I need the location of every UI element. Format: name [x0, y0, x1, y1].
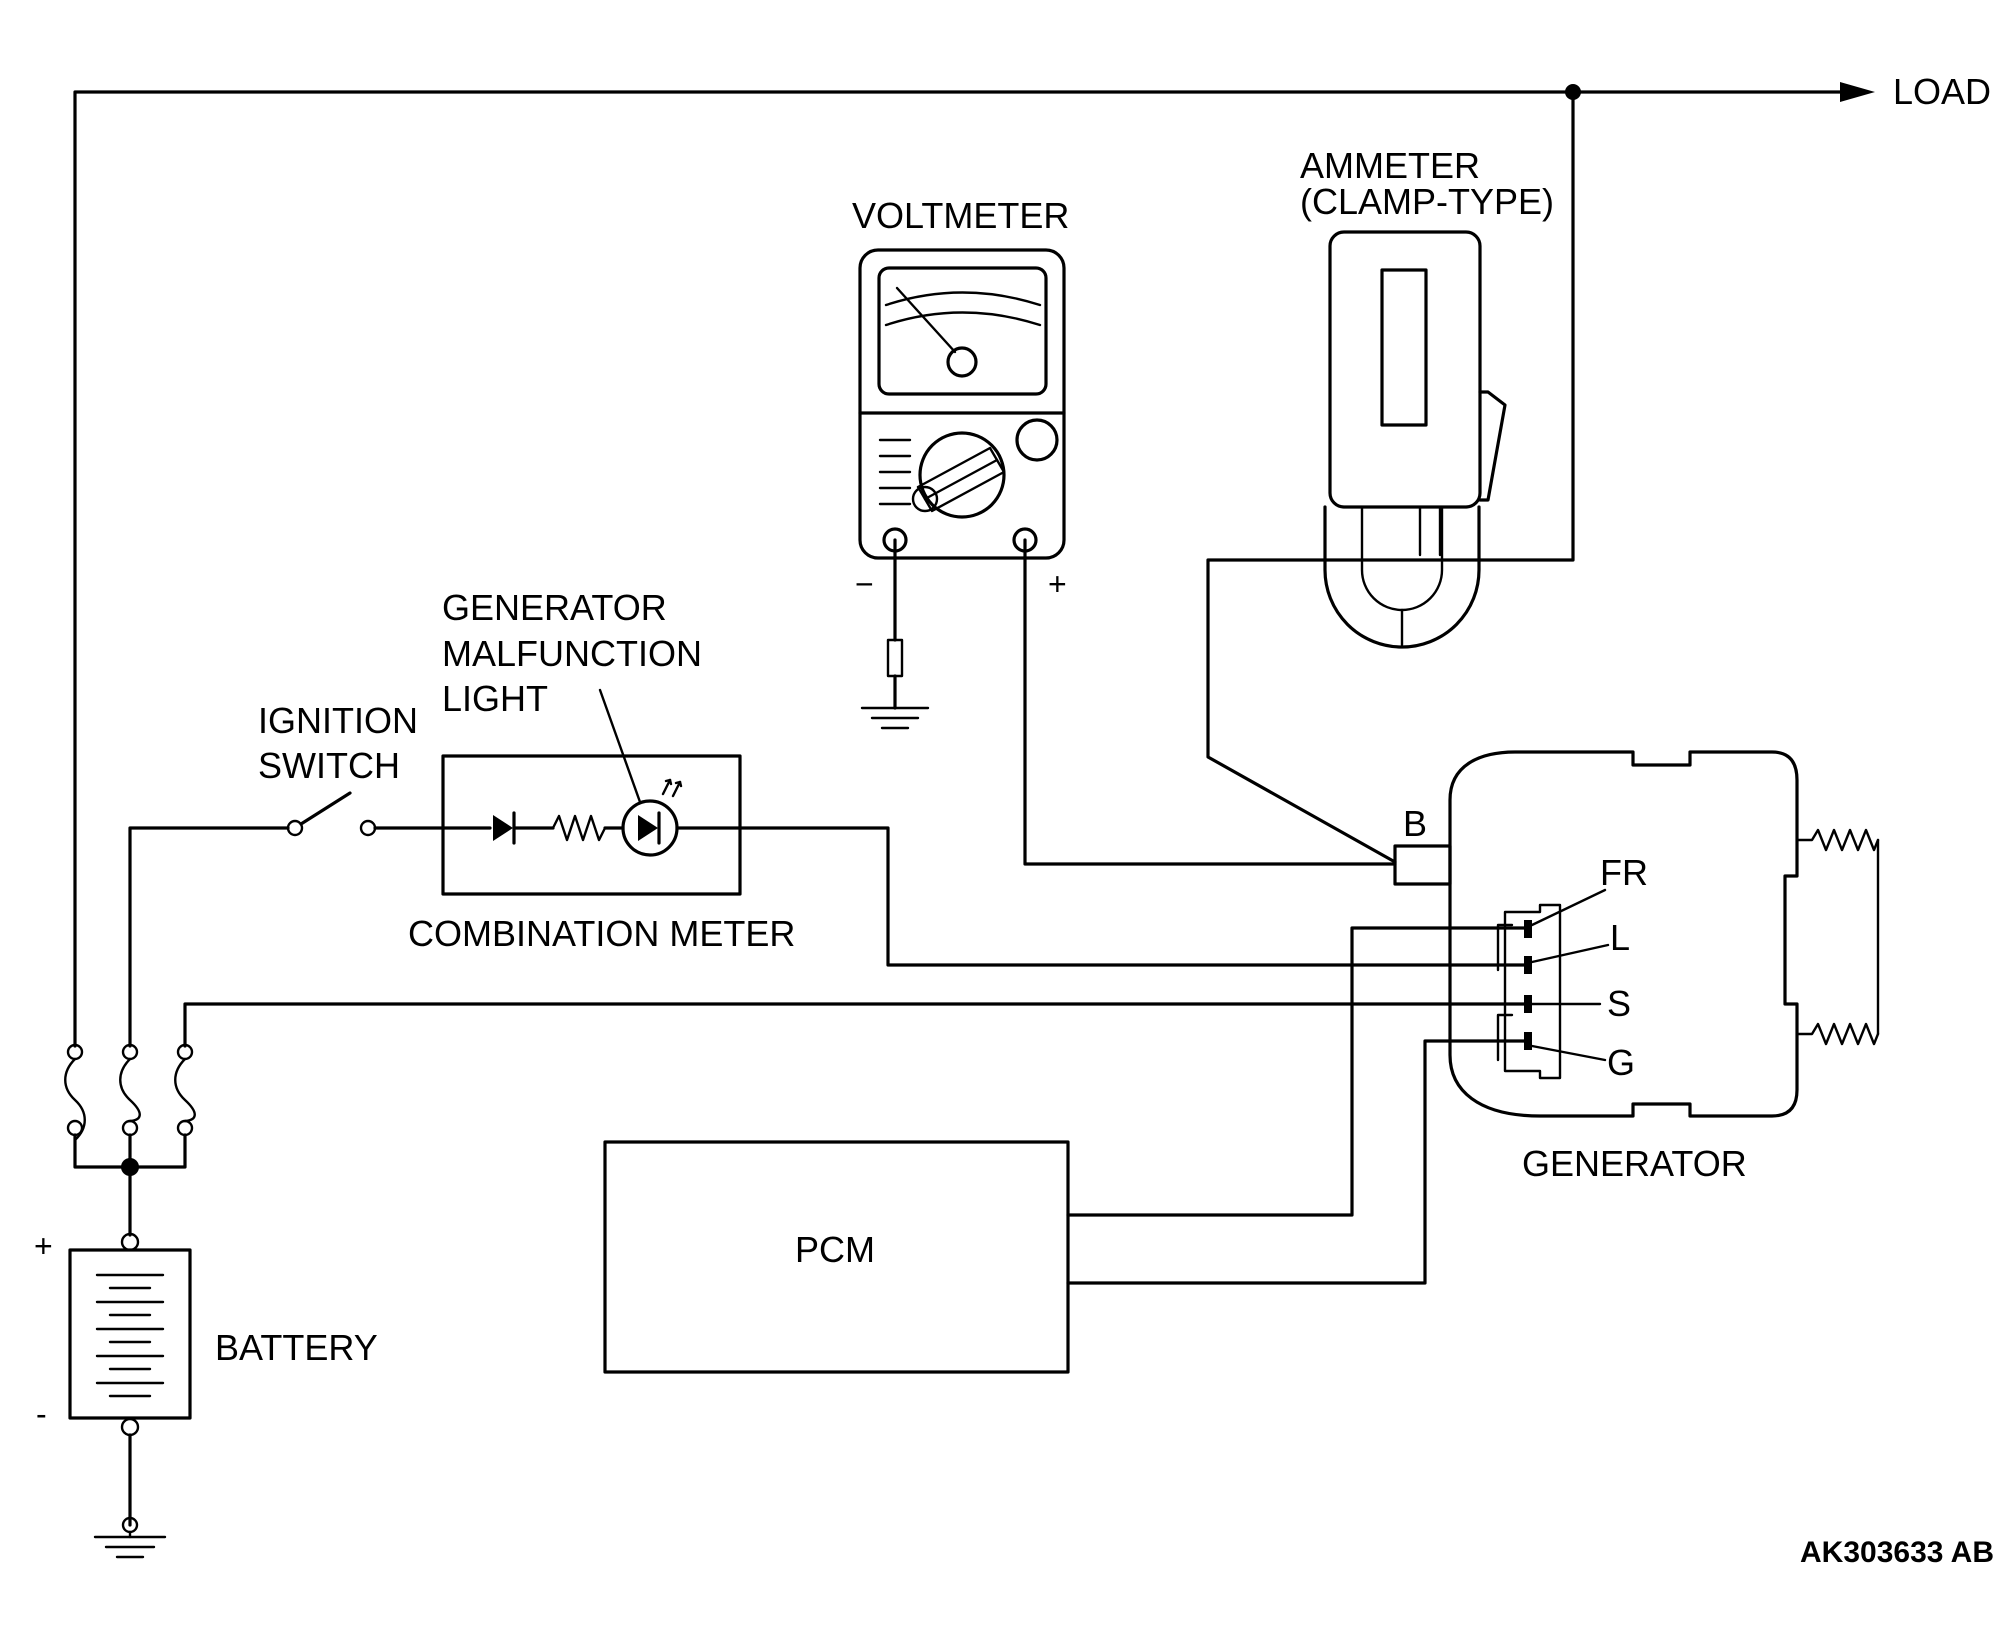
- generator-connector-housing: [1503, 903, 1562, 1080]
- ignition-switch-contact-right: [359, 819, 377, 837]
- voltmeter-ground-icon: [860, 706, 930, 730]
- battery-plus-sign: +: [34, 1228, 53, 1264]
- battery-label: BATTERY: [215, 1327, 378, 1368]
- fuse-left: [64, 1043, 86, 1142]
- voltmeter-needle-pivot: [946, 346, 978, 378]
- generator-housing: [1448, 750, 1799, 1118]
- pcm-box: [603, 1140, 1070, 1374]
- ammeter-label-line2: (CLAMP-TYPE): [1300, 181, 1554, 222]
- ignition-feed-wire: [128, 826, 290, 1048]
- terminal-l-leader: [1530, 943, 1610, 964]
- generator-malfunction-light-label-line1: GENERATOR: [442, 587, 667, 628]
- voltmeter-zero-adjust-knob: [1015, 418, 1059, 462]
- voltmeter-scale-outer: [884, 291, 1042, 307]
- generator-connector-latch: [1496, 923, 1514, 1062]
- terminal-g-label: G: [1607, 1042, 1635, 1083]
- terminal-b-label: B: [1403, 803, 1427, 844]
- combination-meter-box: [441, 754, 742, 896]
- s-terminal-wire: [183, 1002, 1530, 1048]
- fuse-right: [174, 1043, 196, 1137]
- terminal-b-connector: [1393, 844, 1452, 886]
- generator-connector-pins: [1524, 920, 1532, 1050]
- voltmeter-plus-sign: +: [1048, 566, 1067, 602]
- voltmeter-scale-inner: [884, 311, 1042, 327]
- generator-label: GENERATOR: [1522, 1143, 1747, 1184]
- pcm-to-g-wire: [1066, 1039, 1530, 1285]
- battery-minus-sign: -: [36, 1396, 47, 1432]
- battery-ground-icon: [93, 1530, 167, 1559]
- ammeter-clamp-jaw: [1323, 505, 1481, 649]
- voltmeter-selector-dial: [918, 431, 1006, 519]
- voltmeter-display: [877, 266, 1048, 396]
- ignition-switch-blade: [299, 791, 352, 826]
- voltmeter-positive-lead: [1023, 538, 1397, 866]
- ignition-switch-label-line1: IGNITION: [258, 700, 418, 741]
- battery: + -: [34, 1228, 192, 1559]
- ammeter-loop-wire: [1206, 90, 1575, 864]
- battery-cells-icon: [95, 1273, 165, 1398]
- voltmeter-positive-jack: [1012, 527, 1038, 553]
- ignition-switch-label-line2: SWITCH: [258, 745, 400, 786]
- voltmeter: − +: [855, 248, 1067, 602]
- diode-icon: [493, 811, 516, 845]
- generator-malfunction-light-label-line2: MALFUNCTION: [442, 633, 702, 674]
- pcm-label: PCM: [795, 1229, 875, 1270]
- combination-meter: [441, 688, 742, 896]
- ammeter-display: [1380, 268, 1428, 427]
- voltmeter-negative-jack: [882, 527, 908, 553]
- ammeter-body: [1328, 230, 1482, 509]
- probe-tip: [886, 638, 904, 678]
- voltmeter-selector-knob: [911, 446, 1006, 513]
- voltmeter-label: VOLTMETER: [852, 195, 1069, 236]
- generator-pulley-upper: [1795, 828, 1880, 852]
- ammeter-label-line1: AMMETER: [1300, 145, 1480, 186]
- voltmeter-range-marks: [878, 438, 912, 506]
- generator-malfunction-light-label-line3: LIGHT: [442, 678, 548, 719]
- voltmeter-needle: [895, 286, 957, 354]
- terminal-fr-label: FR: [1600, 852, 1648, 893]
- generator: [1448, 750, 1880, 1118]
- malfunction-light-leader: [598, 688, 642, 804]
- fuse-middle: [119, 1043, 141, 1137]
- load-label: LOAD: [1893, 71, 1991, 112]
- generator-pulley-lower: [1795, 1022, 1880, 1046]
- combination-meter-label: COMBINATION METER: [408, 913, 795, 954]
- terminal-l-label: L: [1610, 917, 1630, 958]
- voltmeter-body: [858, 248, 1066, 560]
- wiring: [64, 82, 1875, 1285]
- resistor-icon: [551, 814, 607, 842]
- meter-to-l-terminal-wire: [738, 826, 1530, 967]
- terminal-g-leader: [1530, 1044, 1607, 1062]
- main-load-wire: [73, 90, 1842, 1048]
- reference-code: AK303633 AB: [1800, 1536, 1994, 1569]
- load-arrow: [1840, 82, 1875, 102]
- ammeter-trigger: [1478, 390, 1507, 502]
- pcm-to-fr-wire: [1066, 926, 1530, 1217]
- led-lamp-icon: [621, 778, 683, 857]
- ignition-switch-contact-left: [286, 819, 304, 837]
- ammeter: [1323, 230, 1507, 649]
- battery-negative-post: [120, 1417, 140, 1437]
- voltmeter-minus-sign: −: [855, 566, 874, 602]
- terminal-s-label: S: [1607, 983, 1631, 1024]
- terminal-fr-leader: [1530, 888, 1607, 927]
